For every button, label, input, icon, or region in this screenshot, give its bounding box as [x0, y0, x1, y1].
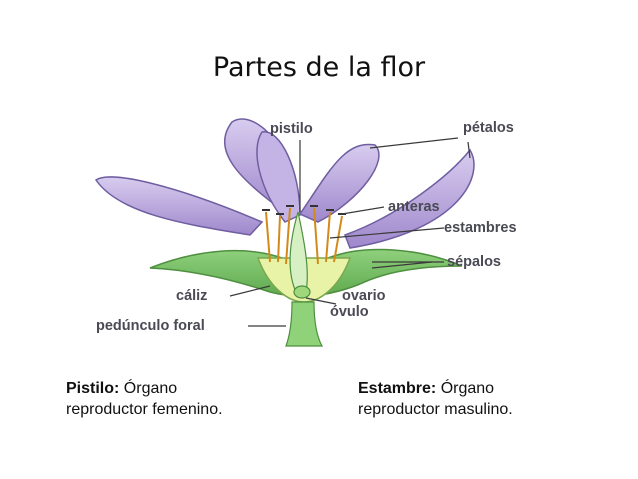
estambre-text-line2: reproductor masulino.: [358, 401, 513, 418]
petals: [94, 118, 475, 249]
label-ovulo: óvulo: [330, 304, 369, 320]
pistilo-text-line1: Órgano: [119, 380, 178, 397]
pistilo-term: Pistilo:: [66, 380, 120, 397]
estambre-term: Estambre:: [358, 380, 437, 397]
flower-stem: [285, 301, 324, 347]
slide-title: Partes de la flor: [212, 52, 426, 83]
anthers: [262, 205, 346, 215]
label-ovario: ovario: [342, 288, 386, 304]
label-petalos: pétalos: [463, 120, 514, 136]
receptacle: [256, 211, 352, 303]
label-pedunculo: pedúnculo foral: [96, 318, 205, 334]
label-caliz: cáliz: [176, 288, 207, 304]
estambre-text-line1: Órgano: [436, 380, 495, 397]
label-estambres: estambres: [444, 220, 517, 236]
estambre-description: Estambre: Órgano reproductor masulino.: [358, 378, 513, 420]
pistilo-description: Pistilo: Órgano reproductor femenino.: [66, 378, 223, 420]
stamens: [265, 207, 343, 265]
leader-lines: [229, 137, 471, 327]
label-sepalos: sépalos: [447, 254, 501, 270]
pistilo-text-line2: reproductor femenino.: [66, 401, 223, 418]
label-pistilo: pistilo: [270, 121, 313, 137]
label-anteras: anteras: [388, 199, 440, 215]
